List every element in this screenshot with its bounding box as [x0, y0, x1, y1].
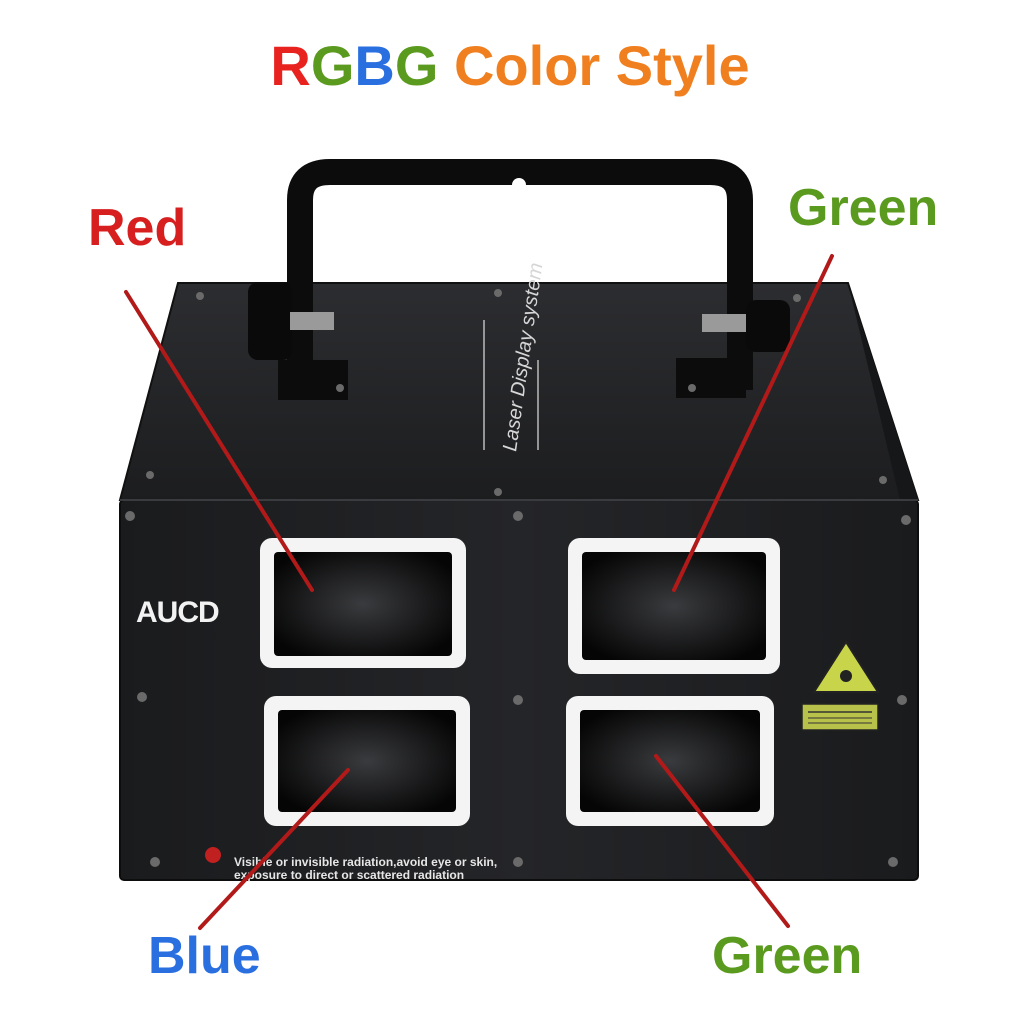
- laser-caution-sticker: [801, 703, 879, 731]
- title-letter-b: B: [354, 34, 395, 97]
- laser-burst-icon: [205, 847, 221, 863]
- title-rest: Color Style: [438, 34, 750, 97]
- pointer-blue: [198, 768, 350, 930]
- warning-notice: Visible or invisible radiation,avoid eye…: [205, 847, 497, 882]
- label-red: Red: [88, 199, 187, 257]
- knob-left-icon: [248, 282, 334, 360]
- front-panel: [119, 499, 919, 881]
- laser-window-green-top: [568, 538, 780, 674]
- title-letter-r: R: [270, 34, 311, 97]
- carry-handle: [278, 159, 753, 400]
- label-green-bottom: Green: [712, 927, 863, 985]
- title-letter-g2: G: [394, 34, 439, 97]
- warning-line-2: exposure to direct or scattered radiatio…: [234, 868, 464, 882]
- laser-window-red: [260, 538, 466, 668]
- laser-warning-triangle-icon: [812, 640, 880, 693]
- brand-logo: AUCD: [136, 596, 219, 629]
- pointer-red: [124, 290, 314, 592]
- pointer-green-bottom: [654, 754, 790, 928]
- page-title: RGBG Color Style: [0, 38, 1020, 94]
- laser-window-green-bottom: [566, 696, 774, 826]
- label-blue: Blue: [148, 927, 261, 985]
- laser-window-blue: [264, 696, 470, 826]
- label-green-top: Green: [788, 179, 939, 237]
- knob-right-icon: [702, 300, 790, 352]
- pointer-green-top: [672, 254, 834, 592]
- warning-line-1: Visible or invisible radiation,avoid eye…: [234, 855, 497, 869]
- screws: [125, 289, 911, 867]
- pointer-lines: [124, 254, 834, 930]
- title-letter-g1: G: [310, 34, 355, 97]
